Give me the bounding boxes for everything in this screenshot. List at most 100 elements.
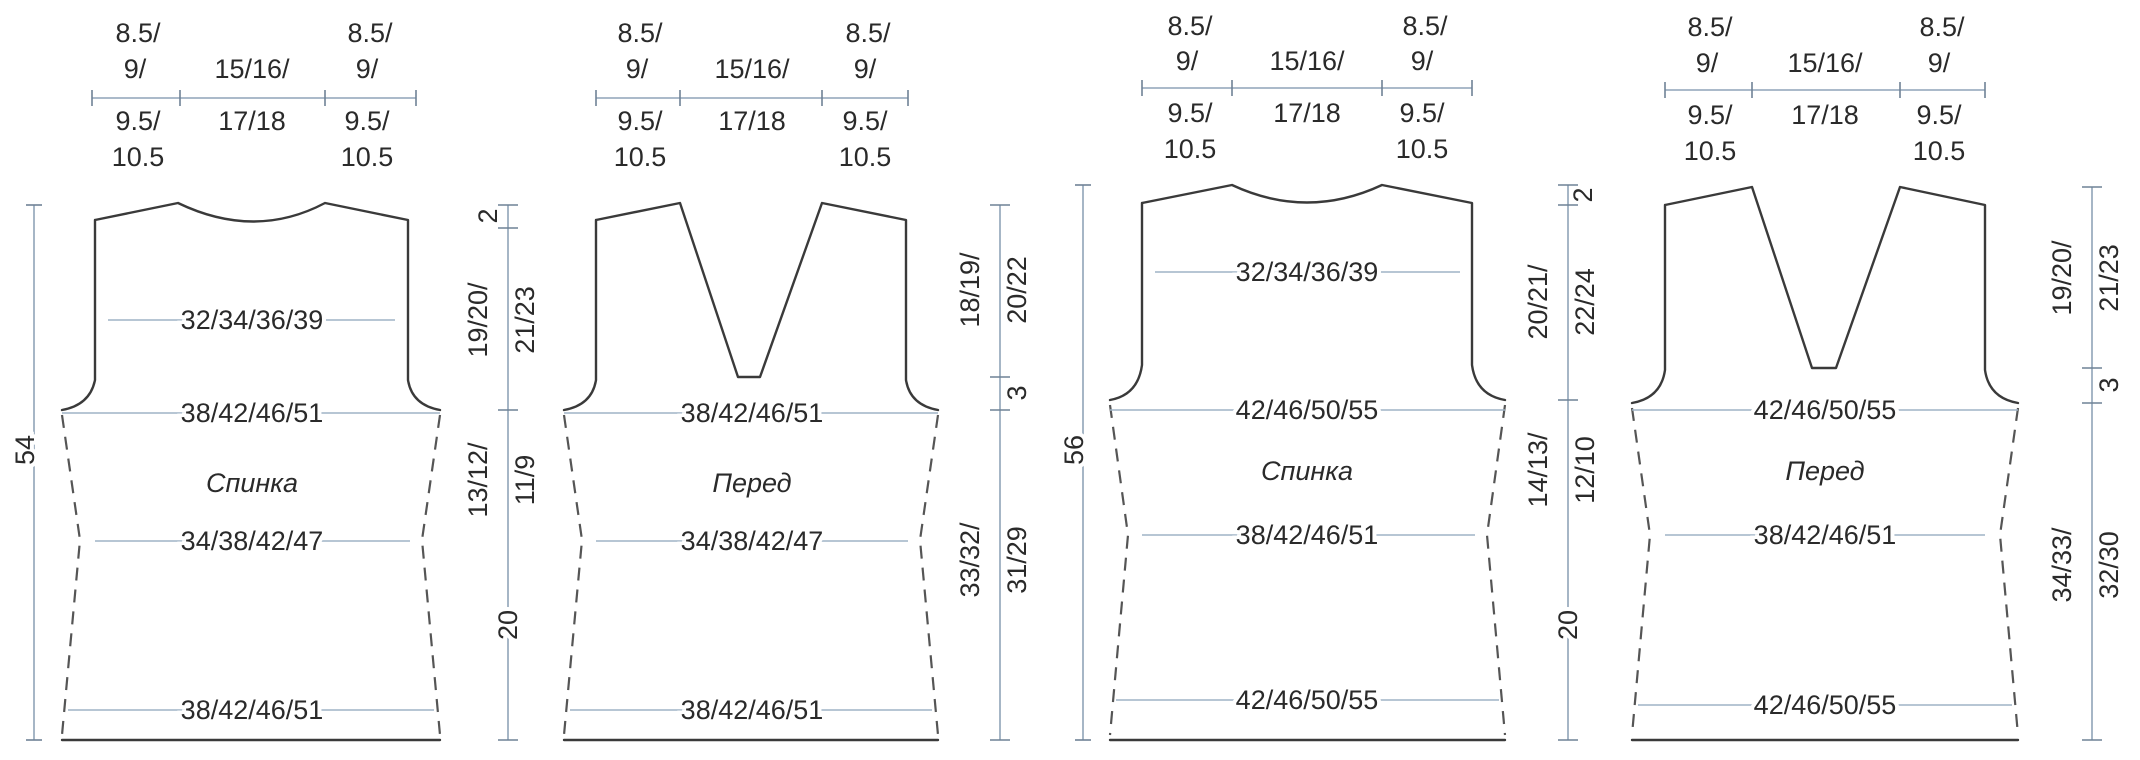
right-neck-b: 21/23 [2094,244,2124,312]
piece-front-1: 8.5/ 9/ 15/16/ 8.5/ 9/ 9.5/ 10.5 17/18 9… [562,18,1032,742]
right-bottom: 20 [1553,610,1583,640]
top-center-value-a: 15/16/ [1269,46,1345,76]
top-center-value-b: 17/18 [1791,100,1859,130]
right-neck-a: 19/20/ [2047,240,2077,316]
piece-name: Перед [1785,456,1864,486]
right-lower-b: 31/29 [1002,526,1032,594]
back-outline [60,201,442,742]
top-left-value-a: 8.5/ [115,18,161,48]
left-side-seam [562,414,584,736]
top-right-value-a: 8.5/ [1402,11,1448,41]
right-small: 3 [1002,385,1032,400]
width-waist: 34/38/42/47 [181,526,324,556]
top-left-value-a: 8.5/ [1687,12,1733,42]
right-neck-a: 18/19/ [955,252,985,328]
top-dimension-line [1141,80,1473,96]
top-dimension-line [91,90,417,106]
top-right-value-b: 9/ [1928,48,1951,78]
width-armhole: 38/42/46/51 [681,398,824,428]
right-lower-b: 32/30 [2094,531,2124,599]
top-left-value-c: 9.5/ [1167,98,1213,128]
top-left-value-b: 9/ [1696,48,1719,78]
piece-name: Спинка [206,468,298,498]
top-right-value-c: 9.5/ [1916,100,1962,130]
width-upper: 32/34/36/39 [1236,257,1379,287]
right-side-seam [420,414,442,736]
top-right-value-d: 10.5 [1396,134,1449,164]
right-side-seam [918,414,940,736]
top-right-value-c: 9.5/ [842,106,888,136]
width-hem: 38/42/46/51 [681,695,824,725]
width-hem: 42/46/50/55 [1754,690,1897,720]
width-upper: 32/34/36/39 [181,305,324,335]
right-bottom: 20 [493,610,523,640]
right-armhole-b: 21/23 [510,286,540,354]
right-lower-a: 33/32/ [955,522,985,598]
top-left-value-a: 8.5/ [1167,11,1213,41]
width-hem: 38/42/46/51 [181,695,324,725]
top-left-value-d: 10.5 [112,142,165,172]
total-height: 56 [1059,435,1089,465]
back-outline [1108,183,1507,742]
total-height: 54 [10,435,40,465]
top-left-value-c: 9.5/ [1687,100,1733,130]
top-center-value-a: 15/16/ [714,54,790,84]
top-left-value-c: 9.5/ [617,106,663,136]
top-center-value-b: 17/18 [1273,98,1341,128]
left-side-seam [1630,407,1652,736]
top-right-value-b: 9/ [854,54,877,84]
piece-name: Спинка [1261,456,1353,486]
top-right-value-c: 9.5/ [344,106,390,136]
right-side-a: 14/13/ [1523,432,1553,508]
top-center-value-b: 17/18 [218,106,286,136]
top-center-value-a: 15/16/ [1787,48,1863,78]
top-left-value-b: 9/ [626,54,649,84]
width-waist: 38/42/46/51 [1236,520,1379,550]
width-waist: 34/38/42/47 [681,526,824,556]
top-right-value-d: 10.5 [1913,136,1966,166]
top-right-value-b: 9/ [1411,46,1434,76]
top-right-value-a: 8.5/ [1919,12,1965,42]
width-armhole: 42/46/50/55 [1236,395,1379,425]
left-side-seam [60,414,82,736]
piece-back-1: 8.5/ 9/ 15/16/ 8.5/ 9/ 9.5/ 10.5 17/18 9… [6,18,540,742]
top-right-value-d: 10.5 [341,142,394,172]
right-top-small: 2 [1568,187,1598,202]
width-waist: 38/42/46/51 [1754,520,1897,550]
right-side-seam [1485,404,1507,736]
right-side-a: 13/12/ [463,442,493,518]
right-side-seam [1998,407,2020,736]
top-left-value-d: 10.5 [1164,134,1217,164]
top-left-value-d: 10.5 [614,142,667,172]
right-side-b: 12/10 [1570,436,1600,504]
width-armhole: 38/42/46/51 [181,398,324,428]
top-right-value-d: 10.5 [839,142,892,172]
right-small: 3 [2094,377,2124,392]
front-outline [562,201,940,742]
right-neck-b: 20/22 [1002,256,1032,324]
top-left-value-c: 9.5/ [115,106,161,136]
top-left-value-a: 8.5/ [617,18,663,48]
piece-name: Перед [712,468,791,498]
width-armhole: 42/46/50/55 [1754,395,1897,425]
top-left-value-b: 9/ [1176,46,1199,76]
right-side-b: 11/9 [510,455,540,506]
width-hem: 42/46/50/55 [1236,685,1379,715]
front-outline [1630,185,2020,742]
top-center-value-a: 15/16/ [214,54,290,84]
top-center-value-b: 17/18 [718,106,786,136]
top-left-value-d: 10.5 [1684,136,1737,166]
left-side-seam [1108,404,1130,736]
top-right-value-b: 9/ [356,54,379,84]
top-right-value-c: 9.5/ [1399,98,1445,128]
right-armhole-b: 22/24 [1570,268,1600,336]
top-left-value-b: 9/ [124,54,147,84]
top-dimension-line [595,90,909,106]
right-armhole-a: 20/21/ [1523,264,1553,340]
top-dimension-line [1664,82,1986,98]
top-right-value-a: 8.5/ [347,18,393,48]
right-top-small: 2 [473,208,503,223]
piece-back-2: 8.5/ 9/ 15/16/ 8.5/ 9/ 9.5/ 10.5 17/18 9… [1055,11,1600,742]
piece-front-2: 8.5/ 9/ 15/16/ 8.5/ 9/ 9.5/ 10.5 17/18 9… [1630,12,2124,742]
